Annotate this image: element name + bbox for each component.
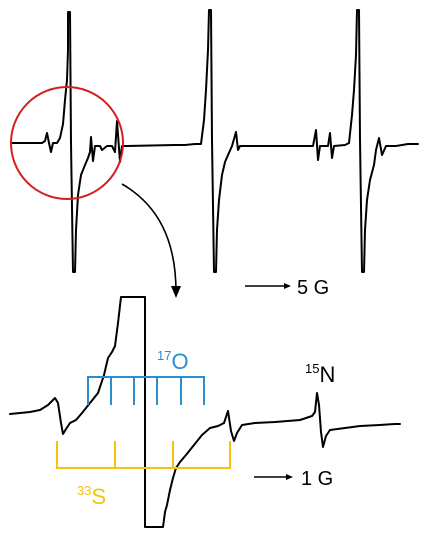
scale-label-bottom: 1 G — [301, 468, 333, 490]
scale-arrow-top-head — [284, 283, 291, 289]
magnify-circle — [10, 86, 124, 200]
scale-arrow-bottom-head — [286, 474, 293, 480]
sulfur-33-label: 33S — [77, 483, 106, 509]
sulfur-33-sticks — [56, 441, 231, 469]
zoom-trace — [9, 296, 401, 528]
scale-label-top: 5 G — [297, 277, 329, 299]
zoom-arrow — [121, 183, 181, 298]
nitrogen-15-symbol: N — [319, 362, 335, 387]
sulfur-33-mass: 33 — [77, 483, 91, 498]
sulfur-33-symbol: S — [91, 484, 106, 509]
scale-bar-bottom: 1 G — [254, 468, 333, 490]
oxygen-17-sticks — [87, 376, 205, 405]
top-trace — [11, 9, 419, 273]
zoom-arrow-head — [171, 286, 181, 298]
nitrogen-15-label: 15N — [305, 361, 335, 387]
nitrogen-15-mass: 15 — [305, 361, 319, 376]
oxygen-17-label: 17O — [157, 348, 189, 374]
oxygen-17-symbol: O — [171, 349, 188, 374]
top-spectrum — [11, 9, 419, 273]
zoom-arrow-curve — [121, 183, 177, 293]
scale-bar-top: 5 G — [245, 277, 329, 299]
oxygen-17-mass: 17 — [157, 348, 171, 363]
zoom-spectrum — [9, 296, 401, 528]
